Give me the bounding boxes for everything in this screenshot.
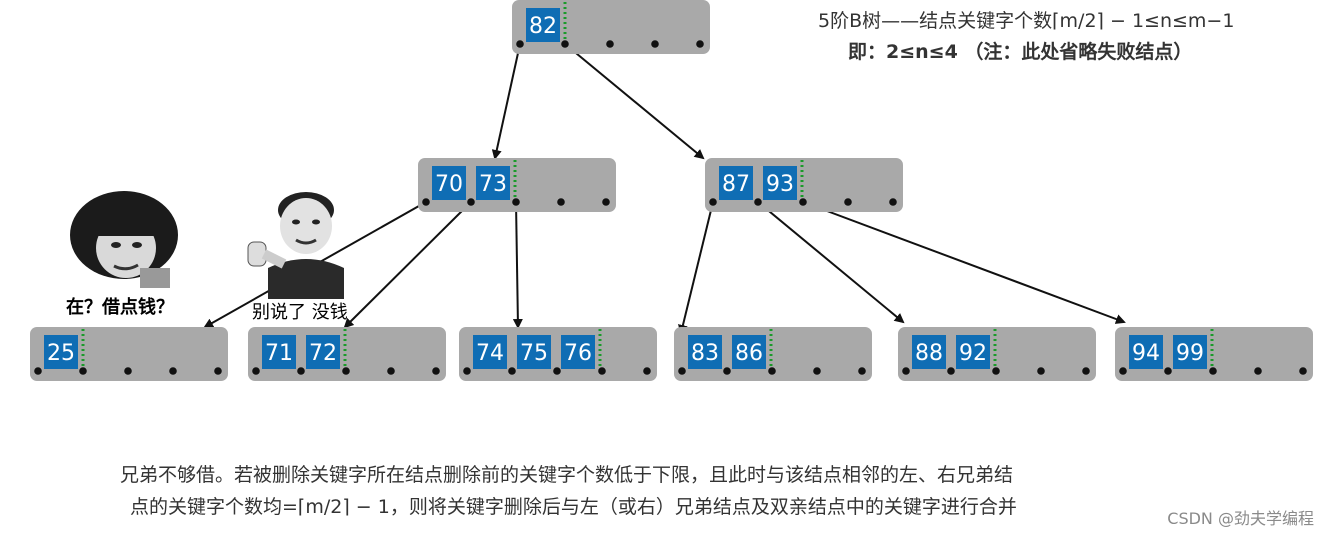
meme-man-image [244,184,354,299]
pointer-dot [169,367,177,375]
pointer-dot [947,367,955,375]
pointer-dot [214,367,222,375]
edge-mid-left-to-leaf-2 [345,202,471,327]
pointer-dot [602,198,610,206]
key-label: 74 [476,341,504,366]
btree-node-leaf-4: 83 86 [674,327,872,381]
key-label: 25 [47,341,75,366]
caption-line-2: 点的关键字个数均=⌈m/2⌉ − 1，则将关键字删除后与左（或右）兄弟结点及双亲… [130,492,1017,519]
pointer-dot [463,367,471,375]
pointer-dot [1037,367,1045,375]
btree-node-leaf-3: 74 75 76 [459,327,657,381]
key-label: 82 [529,14,557,39]
csdn-watermark: CSDN @劲夫学编程 [1167,505,1314,529]
key-label: 93 [766,172,794,197]
btree-node-mid-left: 70 73 [418,158,616,212]
btree-node-mid-right: 87 93 [705,158,903,212]
key-label: 83 [691,341,719,366]
pointer-dot [723,367,731,375]
pointer-dot [754,198,762,206]
pointer-dot [124,367,132,375]
edge-mid-right-to-leaf-6 [803,202,1124,322]
pointer-dot [252,367,260,375]
btree-node-root: 82 [512,0,710,54]
pointer-dot [1119,367,1127,375]
pointer-dot [651,40,659,48]
edge-mid-right-to-leaf-4 [681,202,713,333]
pointer-dot [643,367,651,375]
meme-girl-speech: 在？借点钱？ [66,293,174,319]
pointer-dot [992,367,1000,375]
pointer-dot [79,367,87,375]
pointer-dot [844,198,852,206]
pointer-dot [1082,367,1090,375]
btree-node-leaf-6: 94 99 [1115,327,1313,381]
key-label: 71 [265,341,293,366]
pointer-dot [606,40,614,48]
pointer-dot [1254,367,1262,375]
key-label: 72 [309,341,337,366]
pointer-dot [516,40,524,48]
key-label: 87 [722,172,750,197]
pointer-dot [598,367,606,375]
pointer-dot [508,367,516,375]
edge-mid-right-to-leaf-5 [758,202,903,322]
key-label: 94 [1132,341,1160,366]
key-label: 73 [479,172,507,197]
pointer-dot [553,367,561,375]
pointer-dot [768,367,776,375]
pointer-dot [557,198,565,206]
key-label: 86 [735,341,763,366]
pointer-dot [678,367,686,375]
diagram-title-line-1: 5阶B树——结点关键字个数⌈m/2⌉ − 1≤n≤m−1 [818,6,1234,33]
pointer-dot [34,367,42,375]
edge-root-to-mid-right [565,44,703,158]
meme-girl-image [64,190,184,290]
pointer-dot [889,198,897,206]
pointer-dot [297,367,305,375]
caption-line-1: 兄弟不够借。若被删除关键字所在结点删除前的关键字个数低于下限，且此时与该结点相邻… [120,460,1013,487]
edge-mid-left-to-leaf-3 [516,202,518,327]
key-label: 88 [915,341,943,366]
key-label: 99 [1176,341,1204,366]
btree-node-leaf-2: 71 72 [248,327,446,381]
pointer-dot [387,367,395,375]
pointer-dot [902,367,910,375]
pointer-dot [1164,367,1172,375]
btree-node-leaf-1: 25 [30,327,228,381]
key-label: 92 [959,341,987,366]
pointer-dot [432,367,440,375]
pointer-dot [1209,367,1217,375]
diagram-title-line-2: 即：2≤n≤4 （注：此处省略失败结点） [848,37,1192,64]
pointer-dot [342,367,350,375]
meme-man-speech: 别说了 没钱 [252,298,348,324]
pointer-dot [799,198,807,206]
pointer-dot [512,198,520,206]
pointer-dot [467,198,475,206]
key-label: 75 [520,341,548,366]
edge-root-to-mid-left [495,44,520,158]
pointer-dot [858,367,866,375]
pointer-dot [813,367,821,375]
pointer-dot [709,198,717,206]
btree-node-leaf-5: 88 92 [898,327,1096,381]
pointer-dot [561,40,569,48]
key-label: 76 [564,341,592,366]
pointer-dot [1299,367,1307,375]
key-label: 70 [435,172,463,197]
pointer-dot [422,198,430,206]
pointer-dot [696,40,704,48]
